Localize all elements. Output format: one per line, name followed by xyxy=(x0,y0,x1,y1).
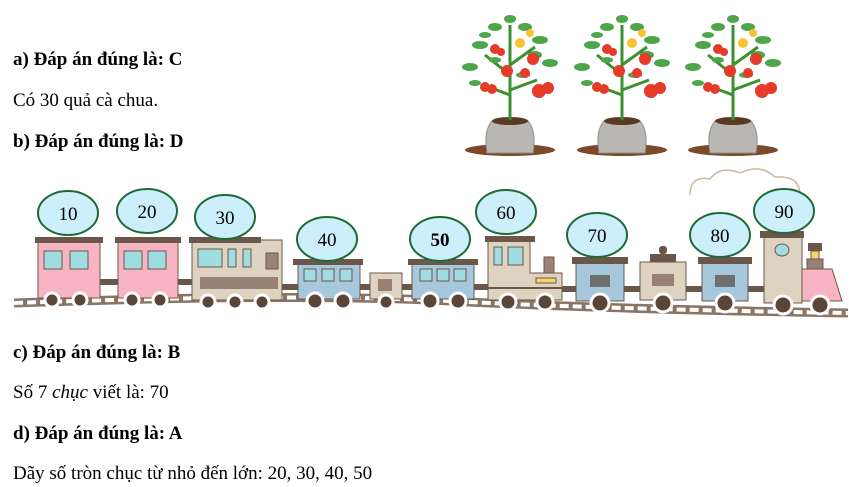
bubble-label: 10 xyxy=(59,204,78,225)
train-car-70 xyxy=(572,257,628,314)
bubble-shape xyxy=(753,188,815,234)
answer-c-heading: c) Đáp án đúng là: B xyxy=(13,342,181,363)
explanation-italic: chục xyxy=(52,382,88,403)
train-car-80 xyxy=(698,257,752,314)
train-car-20 xyxy=(115,237,181,309)
number-bubble-10: 10 xyxy=(37,190,99,236)
bubble-shape xyxy=(296,216,358,262)
answer-d-heading: d) Đáp án đúng là: A xyxy=(13,423,183,444)
bubble-label: 80 xyxy=(711,226,730,247)
train-car-90 xyxy=(760,231,843,316)
number-bubble-80: 80 xyxy=(689,212,751,258)
answer-b-heading: b) Đáp án đúng là: D xyxy=(13,131,184,152)
number-bubble-70: 70 xyxy=(566,212,628,258)
bubble-shape xyxy=(689,212,751,258)
bubble-label: 40 xyxy=(318,230,337,251)
bubble-label: 70 xyxy=(588,226,607,247)
bubble-shape xyxy=(194,194,256,240)
number-bubble-90: 90 xyxy=(753,188,815,234)
number-bubble-50: 50 xyxy=(409,216,471,262)
train-illustration: 10 20 30 40 50 60 70 80 90 xyxy=(13,168,849,318)
number-bubble-20: 20 xyxy=(116,188,178,234)
bubble-label: 30 xyxy=(216,208,235,229)
answer-a-explanation: Có 30 quả cà chua. xyxy=(13,90,159,111)
train-car-middle xyxy=(639,246,687,314)
bubble-label: 60 xyxy=(497,203,516,224)
train-car-box xyxy=(369,272,403,311)
answer-a-heading: a) Đáp án đúng là: C xyxy=(13,49,183,70)
smoke-cloud-icon xyxy=(689,168,801,196)
bubble-shape xyxy=(566,212,628,258)
train-car-60 xyxy=(485,236,563,312)
tomato-plant-icon xyxy=(683,13,783,158)
explanation-suffix: viết là: 70 xyxy=(87,382,169,403)
number-bubble-60: 60 xyxy=(475,189,537,235)
tomato-plants-illustration xyxy=(455,5,785,160)
bubble-label: 50 xyxy=(431,230,450,251)
bubble-label: 90 xyxy=(775,202,794,223)
bubble-label: 20 xyxy=(138,202,157,223)
bubble-shape xyxy=(116,188,178,234)
train-car-10 xyxy=(35,237,103,309)
bubble-shape xyxy=(409,216,471,262)
explanation-prefix: Số 7 xyxy=(13,382,53,403)
bubble-shape xyxy=(37,190,99,236)
answer-c-explanation: Số 7 chục viết là: 70 xyxy=(13,381,169,405)
number-bubble-30: 30 xyxy=(194,194,256,240)
answer-d-explanation: Dãy số tròn chục từ nhỏ đến lớn: 20, 30,… xyxy=(13,463,373,484)
train-car-50 xyxy=(408,259,478,311)
tomato-plant-icon xyxy=(462,15,558,156)
bubble-shape xyxy=(475,189,537,235)
train-car-40 xyxy=(293,259,363,311)
train-car-30 xyxy=(189,237,283,311)
number-bubble-40: 40 xyxy=(296,216,358,262)
tomato-plant-icon xyxy=(572,13,672,158)
